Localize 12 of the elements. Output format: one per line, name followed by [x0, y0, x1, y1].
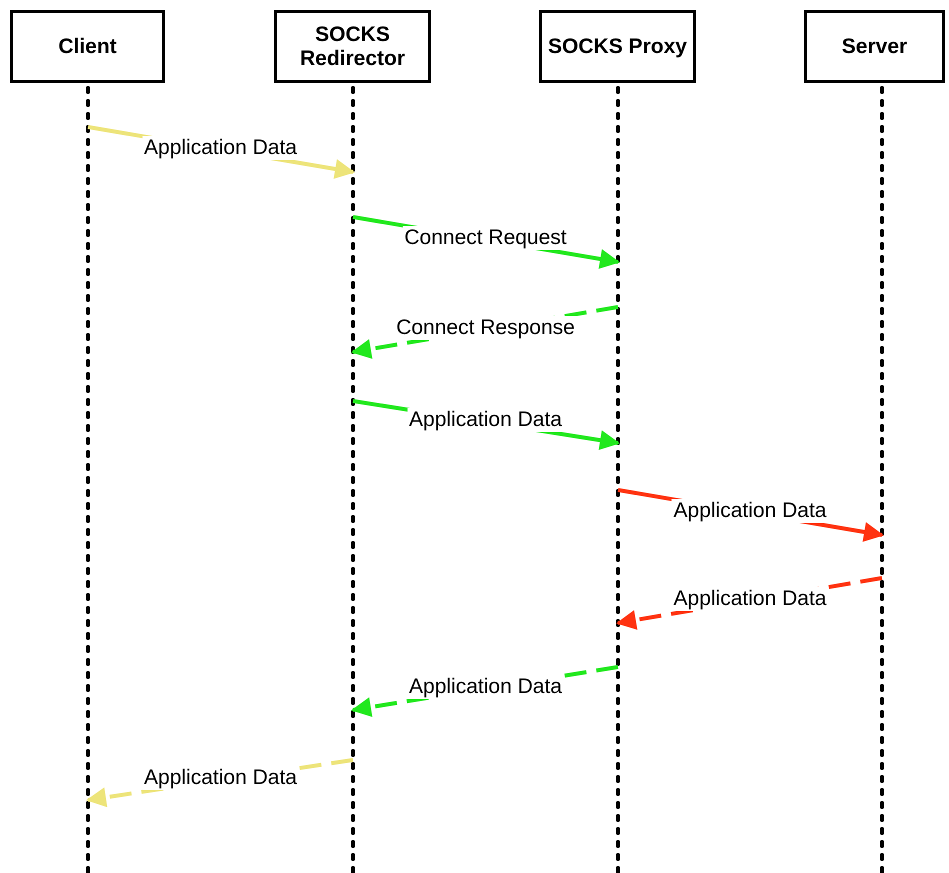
- edge-label: Application Data: [672, 586, 828, 610]
- participant-name: Client: [58, 34, 117, 58]
- edge-label: Application Data: [407, 408, 564, 432]
- edge-label: Application Data: [672, 498, 828, 522]
- participant-name: SOCKS Redirector: [298, 22, 406, 70]
- participant-name: SOCKS Proxy: [548, 34, 687, 58]
- edge-label: Connect Request: [402, 226, 569, 250]
- edge-label: Application Data: [142, 766, 299, 790]
- edge-label: Application Data: [142, 136, 299, 160]
- edge-label: Application Data: [407, 674, 564, 698]
- participant-name: Server: [842, 34, 908, 58]
- edge-label: Connect Response: [394, 316, 577, 340]
